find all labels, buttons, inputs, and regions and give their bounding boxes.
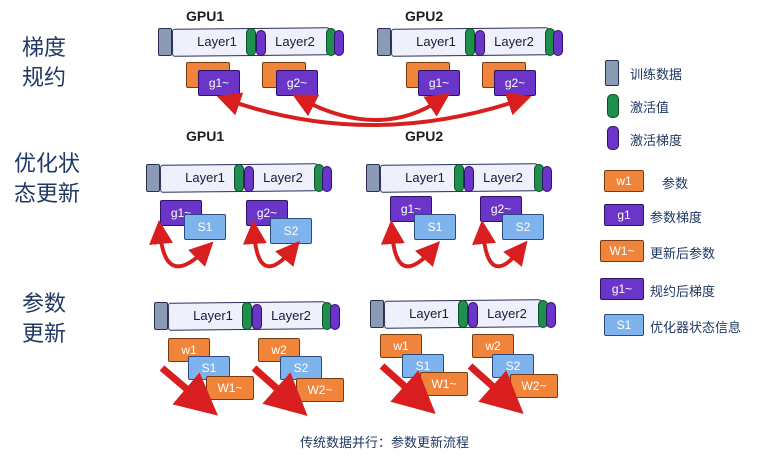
r2-gpu2-training-data-icon	[366, 164, 380, 192]
r3-gpu2-activation-icon	[458, 300, 468, 328]
legend-training-data-text: 训练数据	[630, 68, 683, 83]
stage-title-line: 参数	[22, 292, 67, 317]
optimizer-state-box-s2: S2	[270, 218, 312, 244]
legend-updated-param-box: W1~	[600, 240, 644, 262]
stage-title-line: 优化状	[14, 152, 81, 177]
stage-title-2: 参数更新	[22, 290, 122, 350]
stage-title-line: 态更新	[14, 182, 81, 207]
legend-param-box: w1	[604, 170, 644, 192]
legend-activation-grad-text: 激活梯度	[630, 134, 683, 149]
r2-gpu2-activation-grad-icon-2	[542, 166, 552, 192]
r2-gpu2-layer1-label: Layer1	[405, 170, 445, 185]
legend-activation-grad-icon	[607, 126, 619, 150]
r1-gpu1-training-data-icon	[158, 28, 172, 56]
updated-param-box-W2-gpu2: W2~	[510, 374, 558, 398]
legend-optimizer-state-box: S1	[604, 314, 644, 336]
stage-title-line: 规约	[22, 66, 67, 91]
reduce-arrow-g2	[292, 93, 450, 122]
r1-gpu2-activation-icon	[465, 28, 475, 56]
updated-param-box-W1: W1~	[206, 376, 254, 400]
r3-gpu2-activation-grad-icon-2	[546, 302, 556, 328]
r3-gpu2-training-data-icon	[370, 300, 384, 328]
legend-training-data-icon	[605, 60, 619, 86]
gpu-label: GPU1	[186, 8, 225, 24]
r1-gpu2-layer1-label: Layer1	[416, 34, 456, 49]
reduced-grad-box-g2: g2~	[276, 70, 318, 96]
r1-gpu1-layer1-label: Layer1	[197, 34, 237, 49]
r3-gpu2-layer1-label: Layer1	[409, 306, 449, 321]
legend-param-text: 参数	[662, 177, 689, 192]
r3-gpu1-activation-grad-icon-2	[330, 304, 340, 330]
stage-title-0: 梯度规约	[22, 34, 122, 94]
r3-gpu2-activation-grad-icon	[468, 302, 478, 328]
r3-gpu1-activation-icon	[242, 302, 252, 330]
r1-gpu1-activation-grad-icon	[256, 30, 266, 56]
r3-gpu1-activation-grad-icon	[252, 304, 262, 330]
r2-gpu1-training-data-icon	[146, 164, 160, 192]
r1-gpu2-training-data-icon	[377, 28, 391, 56]
r1-gpu2-activation-grad-icon	[475, 30, 485, 56]
r1-gpu1-layer2-label: Layer2	[275, 34, 315, 49]
reduce-arrow-g1	[216, 92, 532, 127]
legend-activation-icon	[607, 94, 619, 118]
gpu-label: GPU1	[186, 128, 225, 144]
optimizer-state-box-s1-gpu2: S1	[414, 214, 456, 240]
legend-updated-param-text: 更新后参数	[650, 247, 716, 262]
reduced-grad-box-g2-gpu2: g2~	[494, 70, 536, 96]
stage-title-1: 优化状态更新	[14, 150, 114, 210]
legend-activation-text: 激活值	[630, 101, 670, 116]
legend-reduced-grad-text: 规约后梯度	[650, 285, 716, 300]
r2-gpu1-layer1-label: Layer1	[185, 170, 225, 185]
r1-gpu1-activation-grad-icon-2	[334, 30, 344, 56]
r2-gpu2-activation-grad-icon	[464, 166, 474, 192]
r3-gpu1-training-data-icon	[154, 302, 168, 330]
reduced-grad-box-g1: g1~	[198, 70, 240, 96]
r2-gpu1-activation-grad-icon	[244, 166, 254, 192]
optimizer-state-box-s1: S1	[184, 214, 226, 240]
r2-gpu1-layer2-label: Layer2	[263, 170, 303, 185]
caption: 传统数据并行：参数更新流程	[299, 436, 469, 451]
r2-gpu2-layer2-label: Layer2	[483, 170, 523, 185]
r2-gpu2-activation-icon	[454, 164, 464, 192]
r3-gpu2-layer2-label: Layer2	[487, 306, 527, 321]
optimizer-state-box-s2-r3: S2	[280, 356, 322, 380]
legend-optimizer-state-text: 优化器状态信息	[650, 321, 742, 336]
optimizer-state-box-s2-gpu2: S2	[502, 214, 544, 240]
updated-param-box-W1-gpu2: W1~	[420, 372, 468, 396]
stage-title-line: 更新	[22, 322, 67, 347]
r3-gpu1-layer2-label: Layer2	[271, 308, 311, 323]
r1-gpu2-layer2-label: Layer2	[494, 34, 534, 49]
r2-gpu1-activation-icon	[234, 164, 244, 192]
r1-gpu1-activation-icon	[246, 28, 256, 56]
legend-param-grad-text: 参数梯度	[650, 211, 703, 226]
r2-gpu1-activation-grad-icon-2	[322, 166, 332, 192]
r3-gpu1-layer1-label: Layer1	[193, 308, 233, 323]
stage-title-line: 梯度	[22, 36, 67, 61]
gpu-label: GPU2	[405, 128, 444, 144]
legend-reduced-grad-box: g1~	[600, 278, 644, 300]
reduced-grad-box-g1-gpu2: g1~	[418, 70, 460, 96]
r1-gpu2-activation-grad-icon-2	[553, 30, 563, 56]
gpu-label: GPU2	[405, 8, 444, 24]
updated-param-box-W2: W2~	[296, 378, 344, 402]
legend-param-grad-box: g1	[604, 204, 644, 226]
